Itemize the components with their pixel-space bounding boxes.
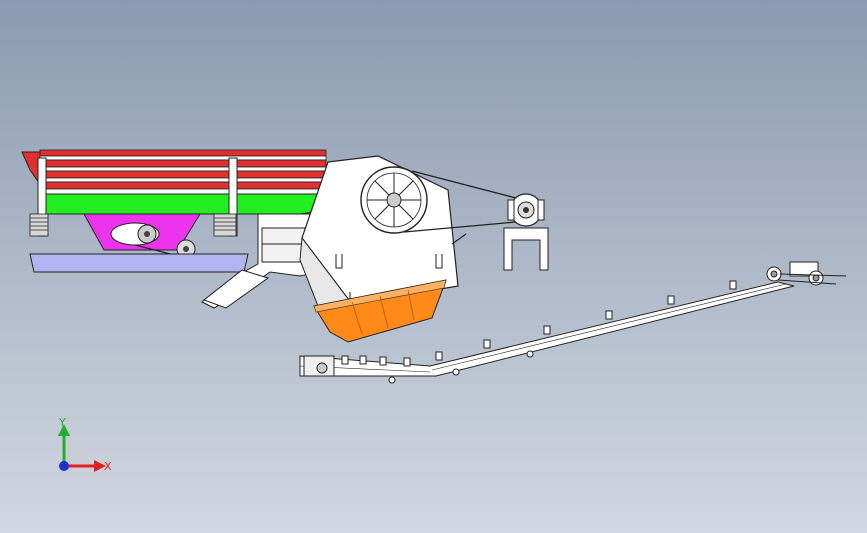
v-belt <box>403 170 517 233</box>
base-frame <box>29 253 249 273</box>
feeder-body <box>39 193 327 215</box>
feeder-rails <box>39 149 327 195</box>
feeder-springs <box>29 213 237 237</box>
x-axis-label: X <box>104 460 112 473</box>
flywheel <box>360 166 428 234</box>
coordinate-triad: Y X <box>58 416 112 473</box>
adjust-rod <box>451 233 467 245</box>
jaw-crusher[interactable] <box>299 155 467 343</box>
vibrating-feeder[interactable] <box>21 149 327 273</box>
belt-conveyor[interactable] <box>299 261 847 384</box>
y-axis-label: Y <box>58 416 66 429</box>
motor-stand <box>503 227 549 271</box>
head-pulley <box>766 261 847 286</box>
conveyor-frame <box>299 281 795 377</box>
electric-motor[interactable] <box>503 193 549 271</box>
conveyor-idlers <box>341 280 737 384</box>
